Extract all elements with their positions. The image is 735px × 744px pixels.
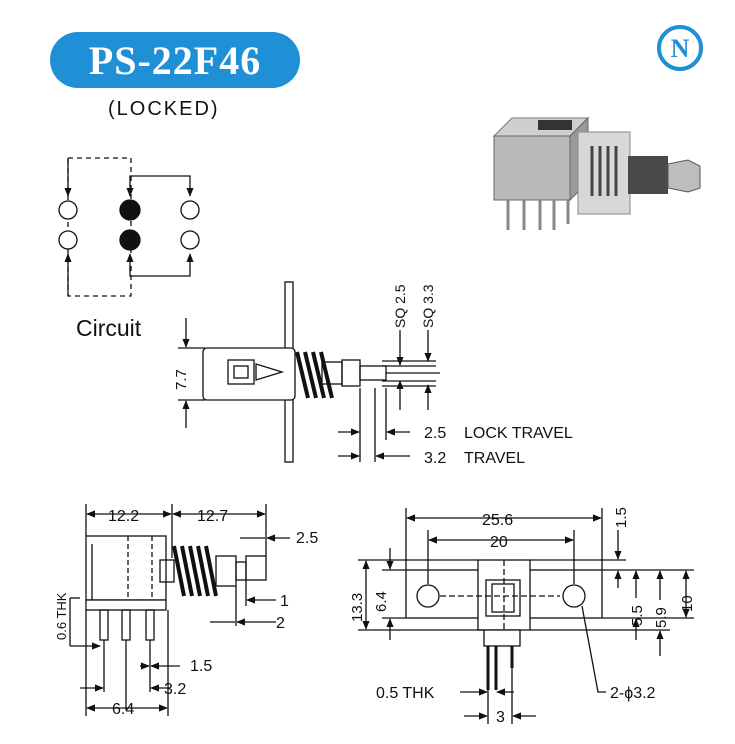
dim-5-9: 5.9 [653,607,670,628]
dim-tip-2-5: 2.5 [296,530,318,547]
dim-1: 1 [280,593,289,610]
front-view-drawing [69,504,290,716]
dim-row-3-2: 3.2 [164,681,186,698]
model-title-badge: PS-22F46 [50,32,300,88]
dim-travel-text: TRAVEL [464,450,525,467]
dim-travel-value: 3.2 [424,450,446,467]
dim-holes-20: 20 [490,534,508,551]
model-title: PS-22F46 [88,37,262,83]
brand-letter: N [671,34,690,63]
dim-5-5: 5.5 [629,605,646,626]
side-view-drawing [178,281,440,463]
circuit-diagram [58,157,200,297]
dim-2: 2 [276,615,285,632]
dim-sq-2-5: SQ 2.5 [392,284,408,328]
dim-10: 10 [679,595,696,612]
product-photo [492,116,701,230]
dim-height-13-3: 13.3 [349,593,366,622]
brand-logo-icon: N [657,25,703,71]
dim-pitch-1-5: 1.5 [190,658,212,675]
dim-holes-diameter: 2-ϕ3.2 [610,685,656,702]
dim-height-7-7: 7.7 [173,369,190,390]
mounting-view-drawing [358,508,694,724]
dim-overall-25-6: 25.6 [482,512,513,529]
dim-plunger-12-7: 12.7 [197,508,228,525]
dim-lock-travel-value: 2.5 [424,425,446,442]
dim-sq-3-3: SQ 3.3 [420,284,436,328]
dim-3: 3 [496,709,505,726]
dim-width-6-4: 6.4 [112,701,134,718]
circuit-label: Circuit [76,315,142,341]
dim-thk-0-6: 0.6 THK [54,592,69,640]
dim-lock-travel-text: LOCK TRAVEL [464,425,573,442]
dim-thk-0-5: 0.5 THK [376,685,435,702]
dim-top-1-5: 1.5 [613,507,630,528]
variant-label: (LOCKED) [108,98,220,120]
dim-flange-6-4: 6.4 [373,591,390,612]
dim-body-12-2: 12.2 [108,508,139,525]
